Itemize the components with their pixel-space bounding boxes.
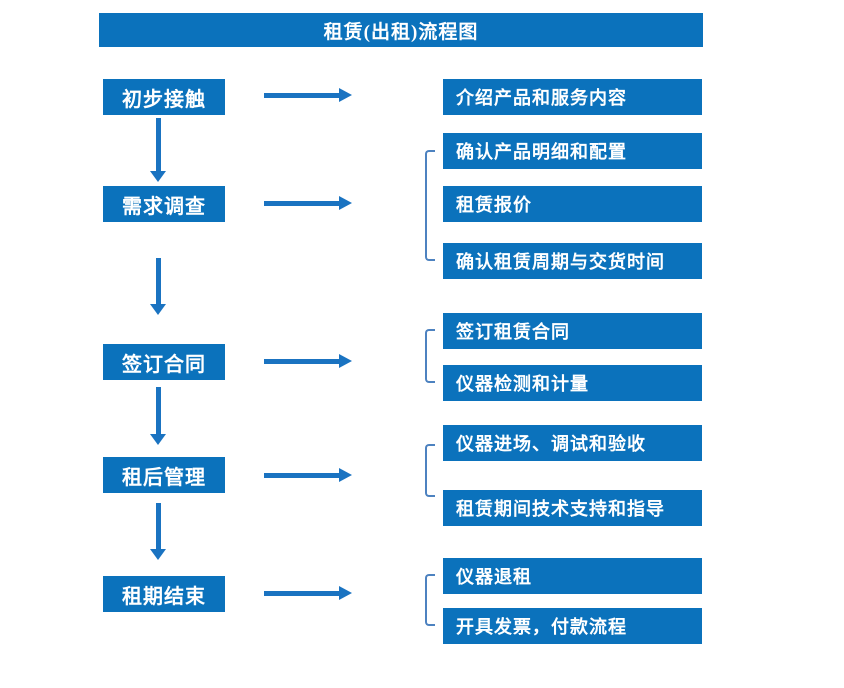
right-arrow-head [339, 468, 352, 482]
stage-box-demand-survey: 需求调查 [103, 186, 225, 222]
right-arrow-shaft [264, 359, 340, 364]
down-arrow-head [150, 171, 166, 182]
down-arrow-head [150, 434, 166, 445]
right-arrow-icon [264, 196, 352, 210]
down-arrow-icon [150, 118, 167, 182]
output-box-instrument-return: 仪器退租 [443, 558, 702, 594]
down-arrow-shaft [156, 258, 161, 305]
down-arrow-icon [150, 387, 167, 445]
stage-box-sign-contract: 签订合同 [103, 344, 225, 380]
right-arrow-icon [264, 586, 352, 600]
down-arrow-icon [150, 258, 167, 315]
down-arrow-shaft [156, 118, 161, 172]
right-arrow-head [339, 88, 352, 102]
stage-box-post-rental: 租后管理 [103, 457, 225, 493]
right-arrow-shaft [264, 591, 340, 596]
down-arrow-icon [150, 503, 167, 560]
stage-box-rental-end: 租期结束 [103, 576, 225, 612]
group-bracket-sign-contract [425, 329, 435, 383]
right-arrow-icon [264, 88, 352, 102]
title-bar: 租赁(出租)流程图 [99, 13, 703, 47]
right-arrow-head [339, 586, 352, 600]
output-box-instrument-entry: 仪器进场、调试和验收 [443, 425, 702, 461]
group-bracket-demand-survey [425, 150, 435, 261]
right-arrow-icon [264, 354, 352, 368]
output-box-confirm-period: 确认租赁周期与交货时间 [443, 243, 702, 279]
output-box-invoice-payment: 开具发票，付款流程 [443, 608, 702, 644]
output-box-rental-quote: 租赁报价 [443, 186, 702, 222]
group-bracket-rental-end [425, 574, 435, 626]
output-box-instrument-testing: 仪器检测和计量 [443, 365, 702, 401]
group-bracket-post-rental [425, 444, 435, 497]
down-arrow-head [150, 304, 166, 315]
right-arrow-shaft [264, 201, 340, 206]
right-arrow-icon [264, 468, 352, 482]
stage-box-initial-contact: 初步接触 [103, 79, 225, 115]
output-box-confirm-details: 确认产品明细和配置 [443, 133, 702, 169]
output-box-sign-rental-contract: 签订租赁合同 [443, 313, 702, 349]
page-title: 租赁(出租)流程图 [323, 21, 479, 43]
output-box-introduce-products: 介绍产品和服务内容 [443, 79, 702, 115]
output-box-tech-support: 租赁期间技术支持和指导 [443, 490, 702, 526]
down-arrow-head [150, 549, 166, 560]
down-arrow-shaft [156, 387, 161, 435]
right-arrow-head [339, 354, 352, 368]
right-arrow-shaft [264, 473, 340, 478]
down-arrow-shaft [156, 503, 161, 550]
right-arrow-head [339, 196, 352, 210]
right-arrow-shaft [264, 93, 340, 98]
